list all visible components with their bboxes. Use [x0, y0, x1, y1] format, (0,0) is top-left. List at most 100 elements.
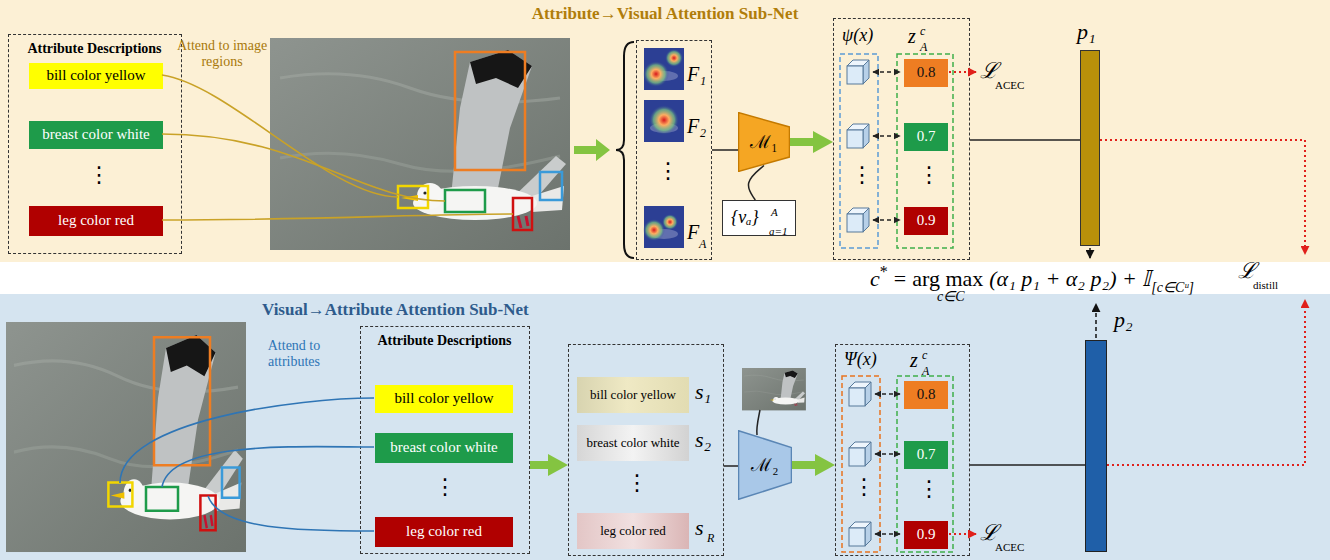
text-slot: s₁	[695, 379, 711, 404]
text-slot: A	[771, 202, 778, 220]
art-shape	[643, 219, 665, 241]
text-slot: s₂	[695, 427, 711, 452]
node-label: 0.9	[917, 212, 936, 229]
score-box: 0.7	[904, 123, 948, 151]
connector	[748, 166, 764, 201]
text-slot: ACEC	[995, 537, 1024, 555]
art-shape	[849, 522, 871, 546]
text-slot: p₂	[1114, 307, 1133, 332]
annotation: Attend to attributes	[246, 338, 342, 370]
art-shape	[875, 393, 900, 394]
node-label: R	[707, 532, 714, 546]
attribute-box: breast color white	[375, 433, 513, 463]
model-block: ℳ₂	[738, 430, 792, 500]
node-label: p₂	[1114, 307, 1133, 332]
node-label: F	[687, 221, 699, 244]
node-label: z	[910, 349, 918, 372]
art-shape	[120, 398, 374, 483]
art-shape	[398, 52, 562, 230]
ellipsis: ⋮	[434, 474, 456, 499]
text-slot: [c∈Cᵘ]	[1151, 272, 1194, 290]
art-shape	[847, 60, 869, 84]
loss-arrow	[949, 533, 976, 535]
text-slot: c	[922, 345, 927, 363]
formula-part: c	[870, 266, 880, 291]
embedding-cubes	[849, 382, 871, 546]
node-label: Attribute→Visual Attention Sub-Net	[532, 4, 799, 24]
attribute-box: leg color red	[29, 206, 163, 236]
text-slot: {vₐ}	[731, 207, 759, 228]
art-shape	[849, 382, 871, 406]
score-box: 0.9	[904, 521, 948, 549]
node-label: A	[771, 206, 778, 219]
fusion-arrow	[1095, 304, 1097, 338]
text-slot: Attend to attributes	[246, 338, 342, 370]
score-box: 0.9	[904, 207, 948, 235]
attribute-box: bill color yellow	[375, 385, 513, 413]
art-shape	[162, 214, 513, 220]
art-shape	[644, 48, 684, 90]
node-label: {vₐ}	[731, 207, 759, 228]
attribute-box: bill color yellow	[29, 63, 163, 89]
connector	[712, 149, 738, 151]
text-slot: Attribute Descriptions	[9, 39, 180, 57]
art-shape	[873, 219, 900, 220]
node-label: breast color white	[586, 436, 679, 451]
input-line	[757, 410, 760, 435]
fusion-arrow	[1089, 248, 1091, 258]
ellipsis: ⋮	[853, 474, 875, 499]
node-label: a=1	[769, 225, 787, 238]
art-shape	[665, 49, 683, 67]
art-shape	[644, 206, 684, 248]
art-shape	[849, 442, 871, 466]
compare-arrow	[875, 394, 900, 534]
node-label: leg color red	[58, 212, 134, 229]
loss-arrow	[1100, 140, 1305, 254]
attribute-group: bill color yellow breast color white leg c…	[8, 34, 182, 254]
node-label: c	[920, 25, 925, 39]
formula-part: [c∈Cᵘ]	[1151, 280, 1194, 296]
formula-part: c∈C	[937, 289, 965, 305]
node-label: bill color yellow	[394, 390, 493, 407]
art-shape	[662, 214, 678, 230]
connector	[970, 464, 1085, 466]
ellipsis: ⋮	[88, 162, 110, 187]
text-slot: =	[888, 266, 912, 291]
node-label: A	[699, 238, 706, 252]
trapezoid-shape	[739, 113, 790, 172]
art-shape	[162, 447, 374, 487]
art-shape	[742, 368, 806, 410]
text-slot: z	[910, 349, 918, 372]
node-label: ℳ₁	[750, 132, 777, 153]
art-shape	[649, 105, 679, 135]
text-slot: ⋮	[657, 158, 679, 183]
text-slot: ψ(x)	[842, 25, 873, 46]
node-label: ψ(x)	[842, 25, 873, 46]
loss-arrow	[949, 71, 976, 73]
ellipsis: ⋮	[918, 476, 940, 501]
model-block: ℳ₁	[738, 112, 790, 172]
text-slot: F₁	[687, 63, 706, 86]
dashed-group	[897, 54, 953, 248]
flow-arrow	[792, 461, 821, 469]
text-slot: A	[920, 37, 927, 55]
node-label: breast color white	[42, 126, 149, 143]
text-slot: ⋮	[434, 474, 456, 499]
node-label: leg color red	[600, 524, 666, 539]
ellipsis: ⋮	[657, 158, 679, 183]
bird-thumbnail	[742, 368, 806, 410]
loss-subscript: ACEC	[995, 79, 1024, 92]
text-slot: R	[707, 528, 714, 546]
text-slot: Ψ(x)	[844, 349, 877, 370]
flow-arrow	[790, 138, 819, 146]
attend-curve	[120, 398, 374, 531]
score-box: 0.8	[904, 59, 948, 87]
bird-photo	[6, 322, 246, 552]
node-label: bill color yellow	[46, 67, 145, 84]
flow-arrow	[530, 461, 554, 469]
attribute-strip: leg color red	[577, 513, 689, 549]
text-slot: A	[922, 361, 929, 379]
flow-arrow	[574, 139, 610, 161]
formula-part: arg max	[912, 266, 983, 291]
attribute-group: bill color yellowbreast color whiteleg c…	[360, 326, 530, 554]
